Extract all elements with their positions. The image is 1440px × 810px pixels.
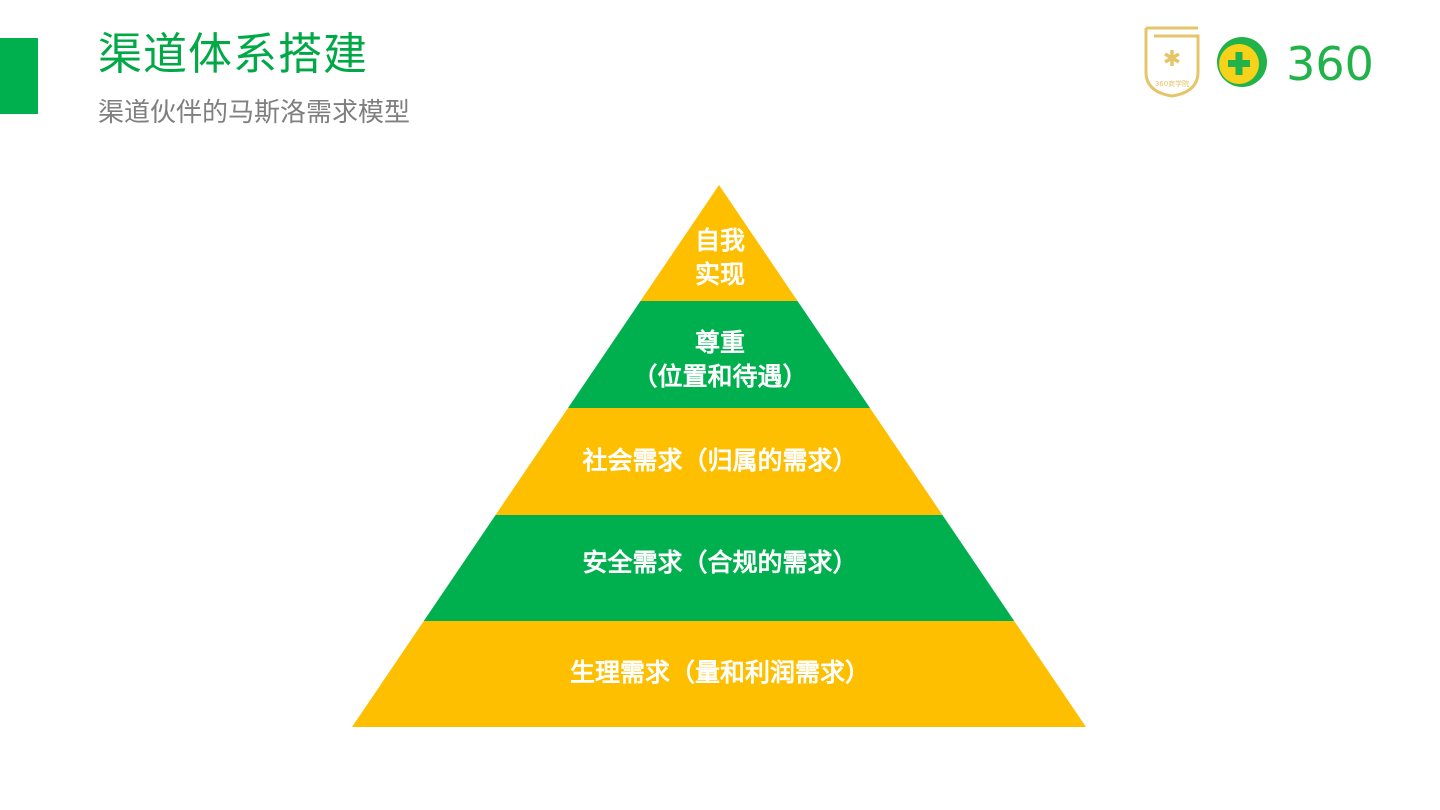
pyramid-level-safety — [423, 515, 1015, 621]
level-label-social: 社会需求（归属的需求） — [582, 446, 858, 475]
label-line: 自我 — [694, 226, 745, 255]
label-line: 尊重 — [694, 328, 745, 357]
level-label-safety: 安全需求（合规的需求） — [582, 548, 858, 577]
label-line: 实现 — [694, 260, 745, 289]
level-label-self-actualization: 自我 实现 — [420, 224, 1020, 292]
business-school-badge-icon: ✱ 360商学院 — [1144, 26, 1200, 98]
pyramid-level-esteem — [568, 301, 870, 408]
pyramid-level-self-actualization — [640, 185, 798, 301]
level-label-esteem: 尊重 （位置和待遇） — [420, 326, 1020, 394]
logo-group: ✱ 360商学院 360 — [1140, 22, 1410, 106]
svg-text:✱: ✱ — [1163, 47, 1181, 72]
pyramid-level-physiological — [352, 621, 1086, 727]
level-label-physiological: 生理需求（量和利润需求） — [569, 658, 870, 687]
badge-text: 360商学院 — [1155, 79, 1189, 88]
page-subtitle: 渠道伙伴的马斯洛需求模型 — [98, 98, 411, 128]
brand-text: 360 — [1286, 37, 1374, 91]
page-title: 渠道体系搭建 — [98, 29, 368, 80]
pyramid-level-social — [495, 408, 943, 515]
accent-bar — [0, 38, 38, 114]
label-line: （位置和待遇） — [632, 362, 808, 391]
360-logo-icon: 360 — [1217, 37, 1374, 91]
